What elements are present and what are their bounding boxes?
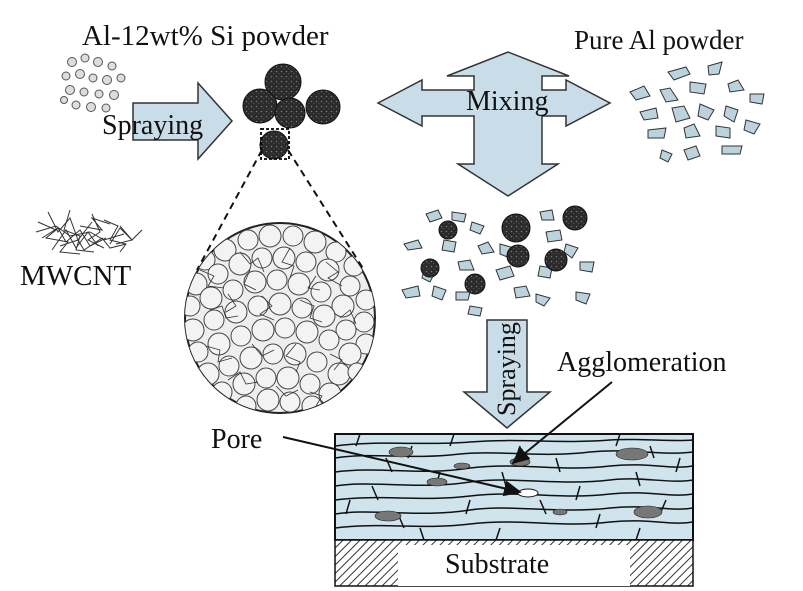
leader-lines bbox=[282, 381, 613, 497]
al-si-powder-label: Al-12wt% Si powder bbox=[82, 20, 329, 52]
spraying-arrow-down bbox=[461, 319, 553, 429]
substrate bbox=[334, 539, 694, 587]
zoom-lines bbox=[196, 149, 365, 271]
pure-al-flakes bbox=[629, 61, 765, 163]
spraying-arrow-right bbox=[132, 81, 234, 161]
mwcnt-tangle bbox=[35, 209, 143, 255]
mixed-powder bbox=[401, 205, 595, 317]
spraying-label-left: Spraying bbox=[102, 110, 204, 141]
al-si-small-particles bbox=[60, 53, 126, 113]
pore-label: Pore bbox=[211, 424, 263, 455]
agglomeration-label: Agglomeration bbox=[557, 347, 727, 378]
pore bbox=[517, 488, 539, 498]
mwcnt-label: MWCNT bbox=[20, 260, 132, 292]
mixing-arrow bbox=[376, 51, 612, 197]
magnified-particle bbox=[184, 222, 376, 414]
coating-layer bbox=[334, 433, 694, 541]
pure-al-powder-label: Pure Al powder bbox=[574, 25, 744, 55]
spraying-label-down: Spraying bbox=[492, 322, 521, 416]
substrate-label: Substrate bbox=[445, 549, 550, 580]
composite-particles bbox=[242, 63, 341, 160]
mixing-label: Mixing bbox=[466, 86, 549, 117]
